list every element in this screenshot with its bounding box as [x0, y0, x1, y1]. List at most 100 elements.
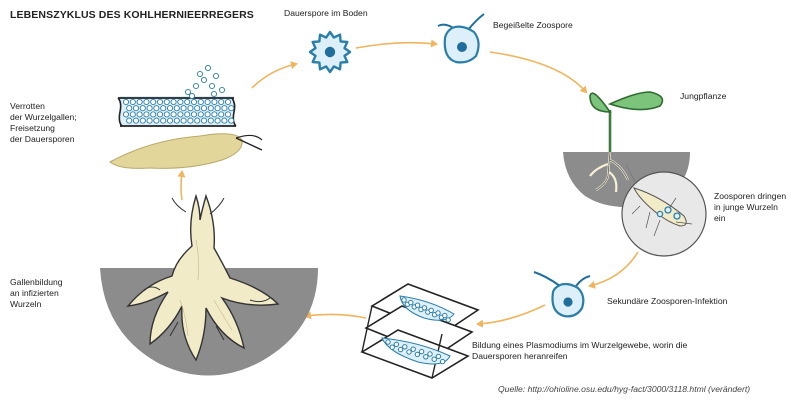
spore-dot: [170, 98, 177, 106]
spore-dot: [126, 117, 133, 124]
spore-dot: [401, 297, 407, 303]
spore-dot: [435, 353, 442, 360]
gall-illustration: [100, 193, 318, 376]
spore-dot: [210, 90, 218, 98]
spore-dot: [177, 111, 184, 118]
spore-dot: [163, 111, 170, 118]
spore-dot: [156, 98, 164, 106]
spore-dot: [184, 98, 191, 106]
spore-dot: [214, 105, 221, 112]
spore-dot: [129, 111, 136, 118]
spore-dot: [136, 111, 143, 118]
label-gallenbildung: Gallenbildung an infizierten Wurzeln: [10, 277, 63, 309]
spore-dot: [211, 98, 218, 106]
spore-dot: [122, 98, 130, 106]
spore-dot: [221, 105, 228, 112]
spore-dot: [445, 317, 451, 323]
spore-dot: [187, 105, 194, 112]
spore-dot: [153, 105, 160, 112]
spore-dot: [139, 105, 146, 112]
spore-dot: [160, 105, 167, 112]
spore-dot: [406, 349, 412, 355]
spore-dot: [180, 105, 187, 112]
spore-dot: [218, 98, 225, 106]
arrow-dauerspore-to-zoospore: [355, 39, 438, 49]
spore-dot: [197, 98, 204, 106]
spore-dot: [139, 117, 146, 124]
spore-dot: [156, 111, 164, 118]
cycle-arrows: [177, 39, 639, 328]
spore-dot: [126, 105, 133, 112]
arrow-secondary-to-plasmodium: [476, 304, 546, 328]
spore-dot: [194, 117, 201, 124]
spore-dot: [146, 105, 153, 112]
spore-dot: [190, 98, 198, 106]
spore-dot: [212, 72, 220, 80]
spore-dot: [132, 105, 140, 112]
spore-dot: [194, 105, 201, 112]
label-zoospore: Begeißelte Zoospore: [493, 20, 573, 30]
spore-dot: [180, 117, 187, 124]
spore-dot: [228, 105, 235, 112]
spore-dot: [146, 117, 153, 124]
spore-dot: [385, 339, 391, 345]
spore-dot: [173, 105, 180, 112]
spore-dot: [166, 117, 174, 124]
spore-dot: [218, 111, 225, 118]
arrow-plasmodium-to-gall: [304, 311, 367, 320]
spore-dot: [204, 98, 211, 106]
spore-dot: [192, 82, 200, 90]
label-infektion: Zoosporen dringen in junge Wurzeln ein: [714, 191, 787, 223]
spore-dot: [442, 312, 448, 319]
arrow-infection-to-secondary: [588, 251, 639, 289]
spore-dot: [143, 111, 150, 118]
spore-dot: [207, 117, 214, 124]
spore-dot: [204, 111, 211, 118]
spore-dot: [211, 111, 218, 118]
spore-dot: [150, 98, 157, 106]
spore-dot: [190, 111, 198, 118]
spore-dot: [427, 351, 433, 357]
spore-dot: [188, 92, 196, 100]
label-dauerspore: Dauerspore im Boden: [284, 8, 368, 18]
spore-dot: [197, 111, 204, 118]
label-jungpflanze: Jungpflanze: [680, 91, 727, 101]
spore-dot: [129, 98, 136, 106]
spore-dot: [177, 98, 184, 106]
arrow-zoospore-to-plant: [489, 51, 588, 94]
spore-dot: [221, 117, 228, 124]
spore-dot: [414, 302, 421, 308]
spore-dot: [143, 98, 150, 106]
spore-dot: [196, 70, 204, 78]
spore-dot: [421, 305, 428, 311]
spore-dot: [218, 86, 226, 94]
spore-dot: [204, 64, 212, 72]
spore-dot: [184, 88, 192, 96]
spore-dot: [132, 117, 140, 124]
spore-dot: [428, 307, 434, 314]
spore-dot: [200, 105, 208, 112]
spore-dot: [207, 105, 214, 112]
spore-dot: [214, 117, 221, 124]
label-sekundaer: Sekundäre Zoosporen-Infektion: [607, 296, 728, 306]
spore-dot: [397, 346, 404, 353]
spore-dot: [136, 98, 143, 106]
spore-dot: [414, 351, 421, 358]
dauerspore-icon: [308, 30, 352, 74]
spore-dot: [153, 117, 160, 124]
spore-dot: [408, 299, 414, 306]
diagram-title: LEBENSZYKLUS DES KOHLHERNIEERREGERS: [10, 9, 254, 21]
spore-dot: [173, 117, 180, 124]
spore-dot: [187, 117, 194, 124]
spore-dot: [228, 117, 235, 124]
spore-dot: [200, 76, 208, 84]
spore-dot: [122, 111, 130, 118]
spore-dot: [431, 356, 437, 362]
spore-dot: [418, 348, 425, 355]
spore-dot: [200, 117, 208, 124]
zoospore-icon: [437, 13, 485, 64]
source-citation: Quelle: http://ohioline.osu.edu/hyg-fact…: [498, 384, 751, 394]
rotting-root-illustration: [109, 64, 263, 169]
